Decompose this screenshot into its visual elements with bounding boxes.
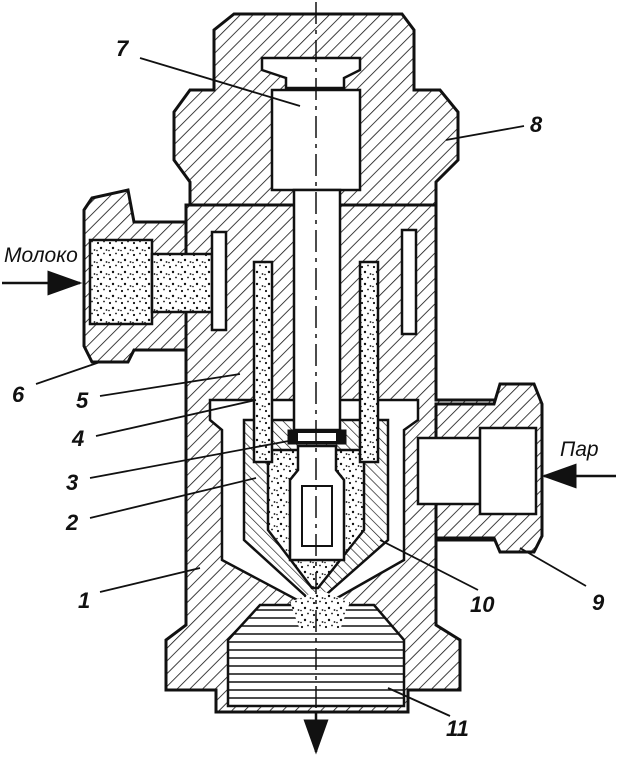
leader-9 — [519, 547, 587, 587]
stem-head — [260, 56, 362, 90]
part-number-6: 6 — [12, 382, 25, 407]
leader-8 — [445, 125, 525, 141]
milk-inlet-filter — [88, 238, 154, 326]
part-number-11: 11 — [446, 716, 469, 741]
steam-channel — [416, 436, 482, 506]
part-number-7: 7 — [116, 36, 130, 61]
leader-3 — [89, 439, 295, 479]
part-number-3: 3 — [66, 470, 78, 495]
part-number-8: 8 — [530, 112, 543, 137]
insulating-sleeve-left — [252, 260, 274, 464]
part-number-2: 2 — [65, 510, 79, 535]
leader-5 — [99, 373, 241, 397]
milk-inlet-label: Молоко — [4, 244, 78, 267]
steam-inlet-label: Пар — [560, 438, 599, 461]
part-number-5: 5 — [76, 388, 89, 413]
part-number-9: 9 — [592, 590, 605, 615]
stem-seal-gap — [298, 433, 336, 441]
leader-11 — [387, 687, 451, 717]
milk-flange-seal-left — [210, 230, 228, 332]
part-number-10: 10 — [470, 592, 495, 617]
milk-flange-seal-right — [400, 228, 418, 336]
leader-7 — [139, 57, 301, 107]
leader-10 — [379, 539, 479, 591]
part-number-4: 4 — [71, 426, 84, 451]
insulating-sleeve-right — [358, 260, 380, 464]
leader-2 — [89, 477, 257, 519]
leader-lines — [35, 57, 587, 717]
valve-stem — [292, 188, 342, 432]
leader-6 — [35, 361, 101, 385]
part-number-1: 1 — [78, 588, 90, 613]
leader-1 — [99, 567, 201, 593]
outlet-spray — [290, 590, 350, 630]
milk-channel — [150, 252, 214, 314]
needle-core — [301, 485, 333, 547]
leader-4 — [95, 399, 257, 437]
steam-inlet-bore — [478, 426, 538, 516]
